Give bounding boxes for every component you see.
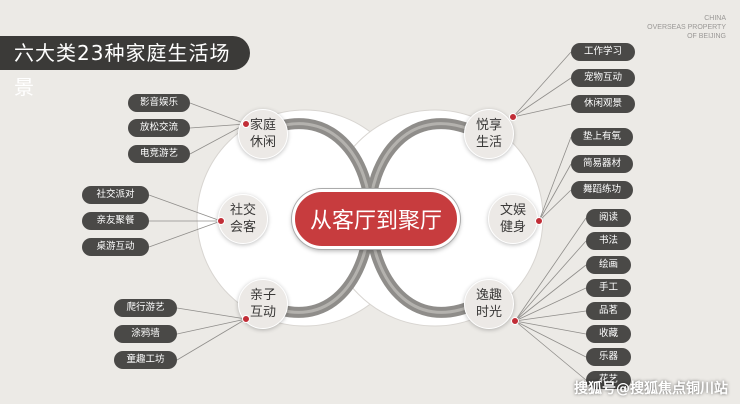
scene-pill: 爬行游艺 — [114, 299, 177, 317]
scene-pill: 工作学习 — [571, 43, 635, 61]
scene-pill: 社交派对 — [82, 186, 149, 204]
connector-line — [514, 217, 587, 322]
scene-pill: 绘画 — [586, 256, 631, 274]
node-anchor-dot — [511, 317, 519, 325]
scene-pill: 休闲观景 — [571, 95, 635, 113]
connector-line — [189, 123, 247, 129]
scene-pill: 电竞游艺 — [128, 145, 190, 163]
connector-line — [514, 320, 587, 358]
scene-pill: 影音娱乐 — [128, 94, 190, 112]
connector-line — [512, 103, 572, 118]
node-anchor-dot — [242, 315, 250, 323]
node-anchor-dot — [535, 217, 543, 225]
scene-pill: 花艺 — [586, 371, 631, 389]
node-social: 社交 会客 — [218, 194, 268, 244]
corner-line: CHINA — [704, 15, 726, 22]
node-hobby: 逸趣 时光 — [464, 279, 514, 329]
connector-line — [176, 307, 247, 320]
watermark: 搜狐号@搜狐焦点铜川站 — [574, 381, 728, 397]
scene-pill: 垫上有氧 — [571, 128, 633, 146]
connector-line — [514, 264, 587, 322]
center-hub-label: 从客厅到聚厅 — [292, 189, 460, 249]
connector-line — [189, 102, 247, 125]
connector-line — [512, 77, 572, 118]
connector-line — [514, 310, 587, 322]
connector-line — [538, 163, 572, 222]
scene-pill: 简易器材 — [571, 155, 633, 173]
scene-pill: 舞蹈练功 — [571, 181, 633, 199]
connector-line — [148, 220, 222, 248]
node-enjoy-life: 悦享 生活 — [464, 109, 514, 159]
scene-pill: 手工 — [586, 279, 631, 297]
connector-line — [514, 240, 587, 322]
node-anchor-dot — [217, 217, 225, 225]
connector-line — [514, 287, 587, 322]
node-anchor-dot — [509, 113, 517, 121]
scene-pill: 涂鸦墙 — [114, 325, 177, 343]
scene-pill: 乐器 — [586, 348, 631, 366]
connector-line — [189, 123, 247, 155]
connector-line — [176, 318, 247, 335]
connector-line — [514, 320, 587, 335]
connector-line — [538, 136, 572, 222]
corner-line: OVERSEAS PROPERTY — [647, 24, 726, 31]
connector-line — [176, 318, 247, 361]
connector-line — [538, 189, 572, 222]
scene-pill: 宠物互动 — [571, 69, 635, 87]
node-family-leisure: 家庭 休闲 — [238, 109, 288, 159]
page-title: 六大类23种家庭生活场景 — [0, 36, 250, 99]
scene-pill: 桌游互动 — [82, 238, 149, 256]
scene-pill: 阅读 — [586, 209, 631, 227]
scene-pill: 书法 — [586, 232, 631, 250]
scene-pill: 收藏 — [586, 325, 631, 343]
corner-line: OF BEIJING — [687, 33, 726, 40]
scene-pill: 童趣工坊 — [114, 351, 177, 369]
connector-line — [148, 194, 222, 222]
scene-pill: 品茗 — [586, 302, 631, 320]
node-fitness: 文娱 健身 — [488, 194, 538, 244]
connector-line — [514, 320, 587, 381]
node-anchor-dot — [242, 120, 250, 128]
connector-line — [512, 51, 572, 118]
corner-brand-text: CHINA OVERSEAS PROPERTY OF BEIJING — [586, 14, 726, 41]
scene-pill: 亲友聚餐 — [82, 212, 149, 230]
scene-pill: 放松交流 — [128, 119, 190, 137]
